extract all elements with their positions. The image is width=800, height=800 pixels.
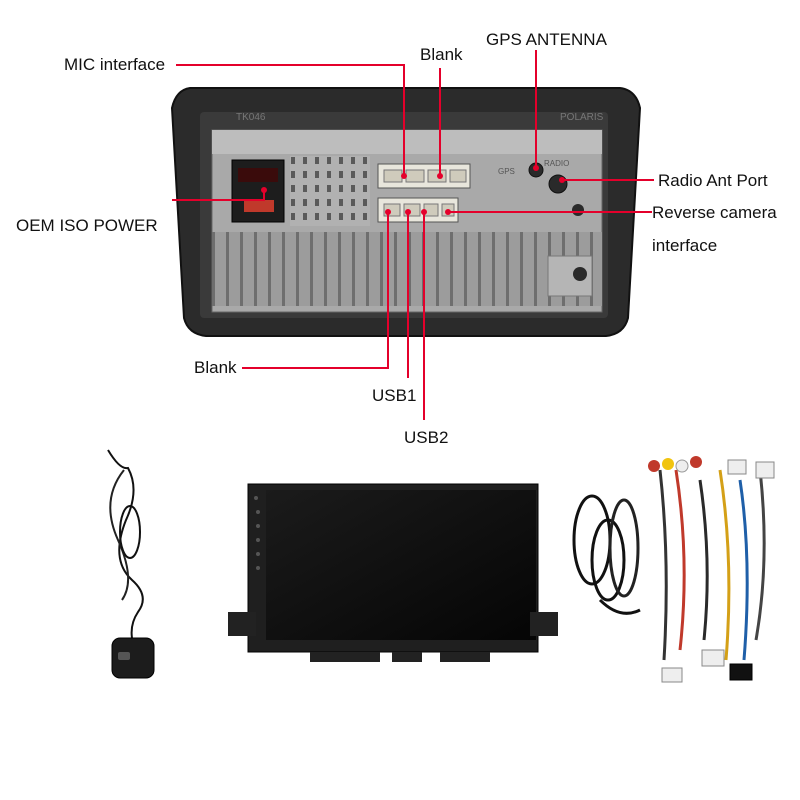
head-unit-screen-icon <box>228 483 558 662</box>
leader-oem-iso-power <box>172 190 265 201</box>
label-gps-antenna: GPS ANTENNA <box>486 30 607 49</box>
iso-connector-pins-top <box>238 168 278 182</box>
iso-connector-red-latch <box>244 200 274 212</box>
model-code: TK046 <box>236 112 266 123</box>
label-oem-iso-power: OEM ISO POWER <box>16 216 158 235</box>
cable-bundle-icon <box>572 494 641 615</box>
label-usb1: USB1 <box>372 386 417 405</box>
gps-antenna-icon <box>107 449 155 679</box>
label-reverse-camera-line2: interface <box>652 236 718 255</box>
leader-blank-bottom <box>242 212 389 369</box>
camera-port <box>572 204 584 216</box>
leader-mic-interface <box>176 64 405 176</box>
label-usb2: USB2 <box>404 428 449 447</box>
heatsink-vents-left <box>290 156 370 226</box>
gps-port-marking: GPS <box>498 167 515 176</box>
label-blank-bottom: Blank <box>194 358 237 377</box>
screen-display <box>266 490 536 640</box>
label-mic-interface: MIC interface <box>64 55 166 74</box>
label-radio-ant-port: Radio Ant Port <box>658 171 768 190</box>
radio-ant-port <box>548 174 568 194</box>
chassis-top-strip <box>212 130 602 154</box>
label-blank-top: Blank <box>420 45 463 64</box>
radio-port-marking: RADIO <box>544 159 569 168</box>
gps-puck <box>111 637 155 679</box>
label-reverse-camera-line1: Reverse camera <box>652 203 777 222</box>
brand-tag: POLARIS <box>560 112 604 123</box>
wiring-harness-icon <box>648 456 775 683</box>
leader-lines <box>172 50 654 420</box>
